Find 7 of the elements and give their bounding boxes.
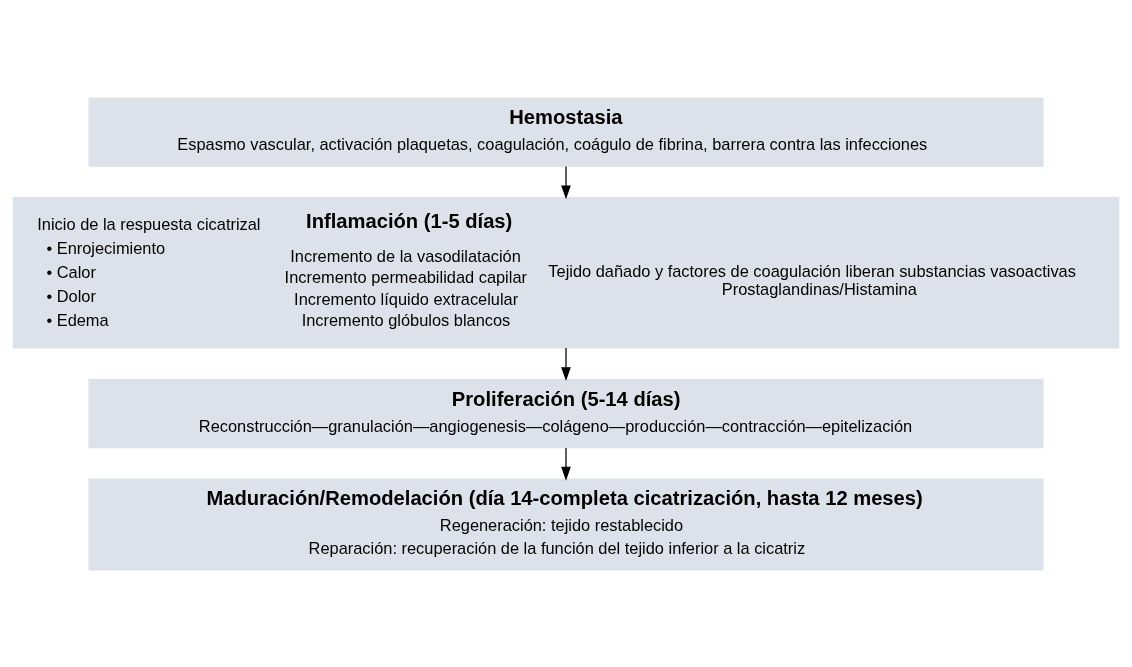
arrow	[561, 165, 571, 199]
arrow	[561, 446, 571, 481]
node-box: Hemostasia Espasmo vascular, activación plaquetas, coagulación, coágulo de fibrina, barrera contra las infecciones	[88, 96, 1044, 167]
node-box: Proliferación (5-14 días) Reconstrucción—granulación—angiogenesis—colágeno—producción—contracción—epitelización	[88, 378, 1044, 448]
arrow	[561, 346, 571, 381]
node-box: Maduración/Remodelación (día 14-completa cicatrización, hasta 12 meses) Regeneración: tejido restablecido Reparación: recuperación de la función del tejido inferior a la cicatriz	[88, 477, 1044, 571]
node-box: Inicio de la respuesta cicatrizal • Enrojecimiento • Calor • Dolor • Edema Inflamación (1-5 días) Incremento de la vasodilatación Incremento permeabilidad capilar Incremento líquido extracelular Incremento glóbulos blancos Tejido dañado y factores de coagulación liberan substancias vasoactivas Prostaglandinas/Histamina	[12, 196, 1120, 348]
